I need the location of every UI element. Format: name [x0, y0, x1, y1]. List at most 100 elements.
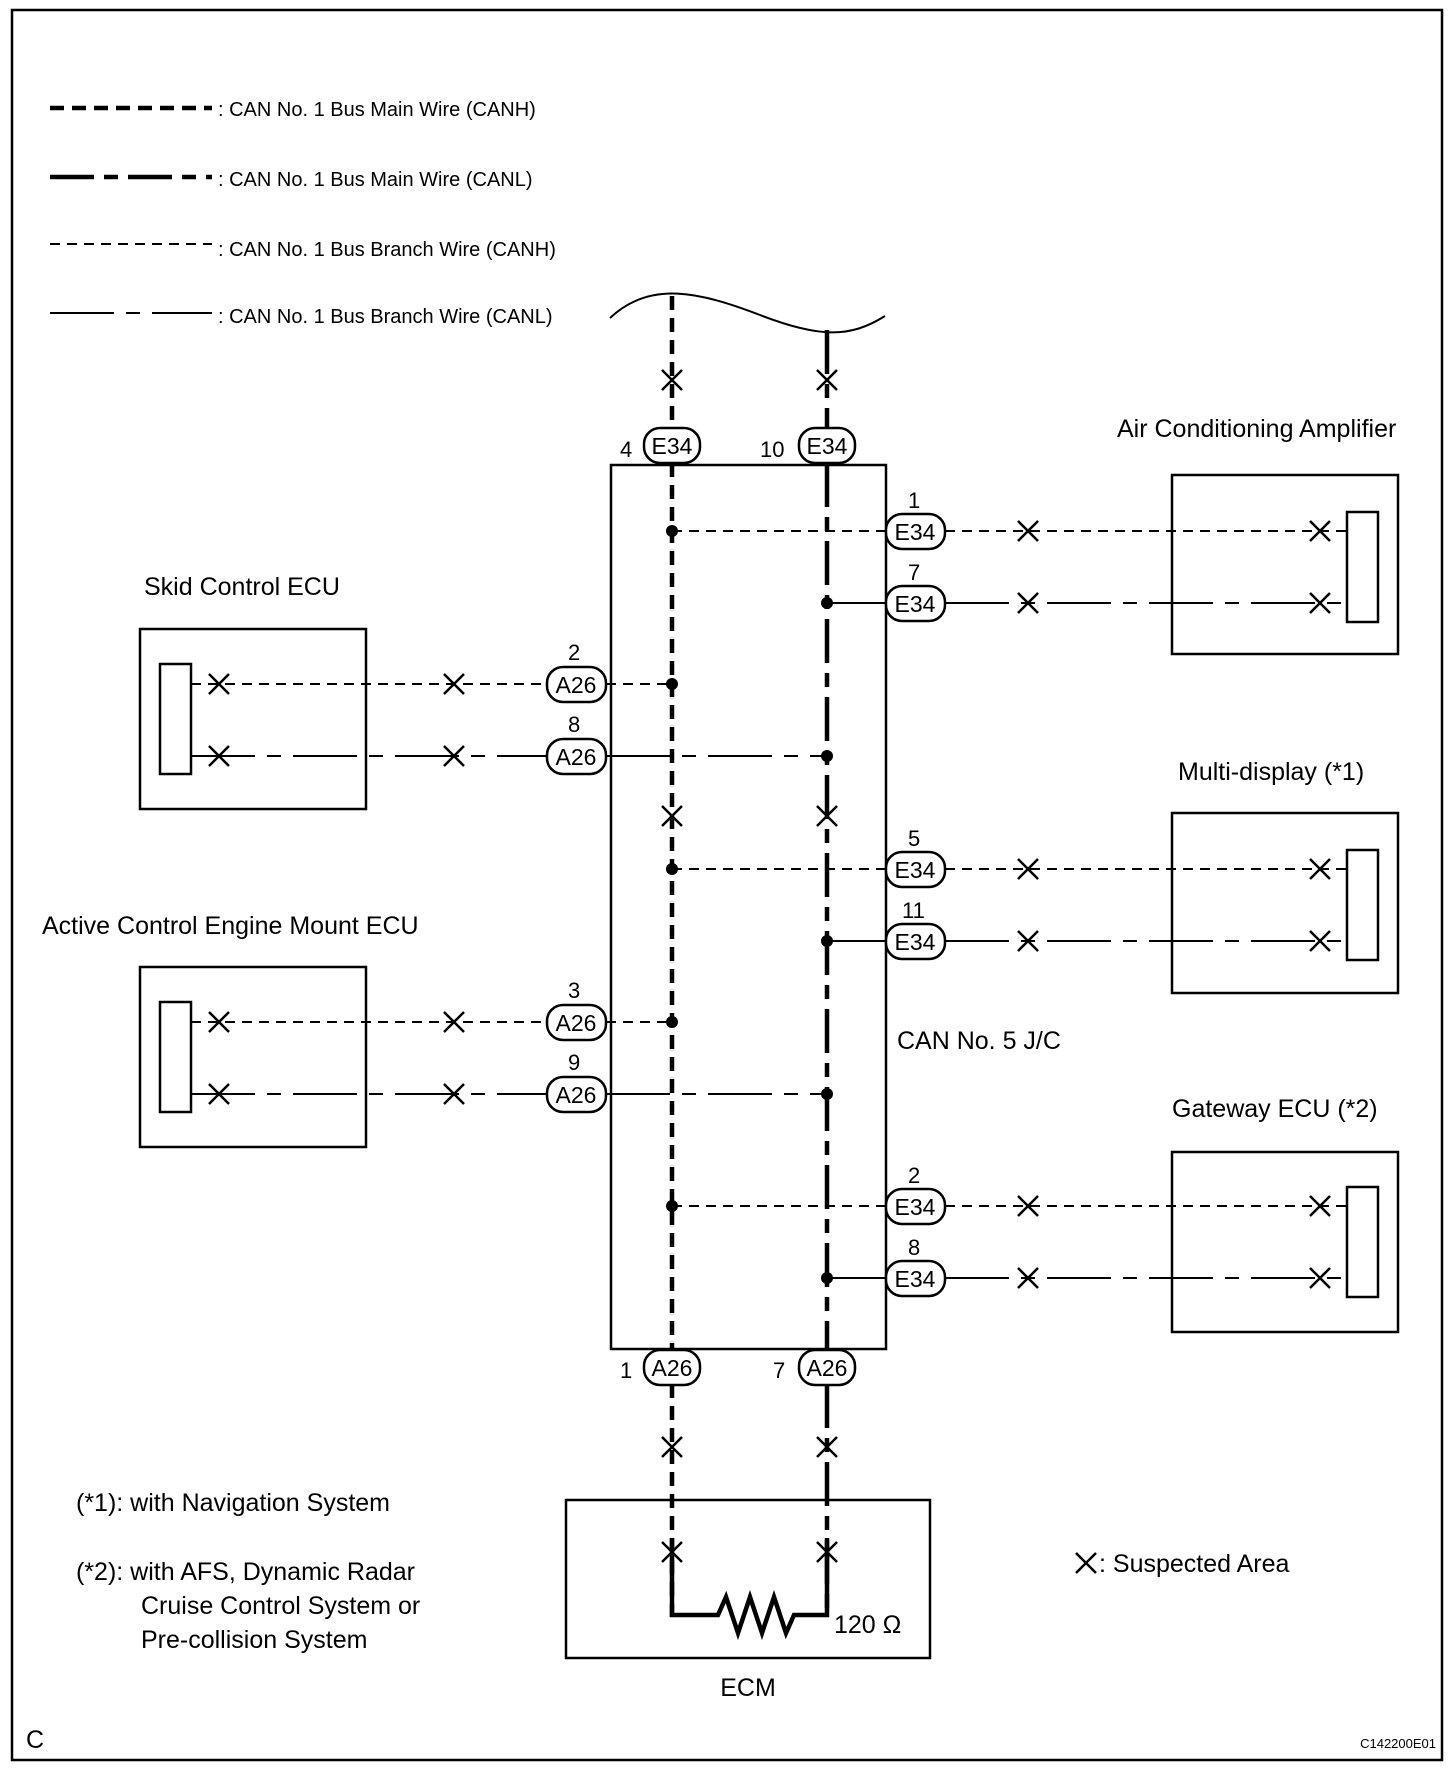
- pin-skid-h: 2: [568, 640, 580, 665]
- splice-gw-l: [821, 1272, 833, 1284]
- x-mark: [1309, 592, 1331, 614]
- connector-top-h: [642, 426, 702, 465]
- x-mark: [208, 745, 230, 767]
- ecm-box: [564, 1498, 932, 1660]
- connector-bot-h-label: A26: [652, 1355, 693, 1381]
- x-mark: [443, 745, 465, 767]
- pin-multi-l: 11: [902, 898, 925, 923]
- ac-amp-terminal: [1345, 510, 1380, 624]
- suspected-legend-x-icon: [1075, 1552, 1097, 1574]
- x-mark: [443, 1083, 465, 1105]
- x-mark: [443, 673, 465, 695]
- connector-skid-h: [545, 665, 608, 704]
- connector-multi-l: [884, 922, 947, 961]
- pin-gw-l: 8: [908, 1235, 920, 1260]
- connector-bot-h: [642, 1348, 702, 1387]
- acm-label: Active Control Engine Mount ECU: [42, 912, 419, 940]
- multi-terminal: [1345, 848, 1380, 962]
- resistor-value: 120 Ω: [834, 1611, 901, 1639]
- connector-multi-h-label: E34: [895, 857, 936, 883]
- pin-top-h: 4: [620, 437, 632, 462]
- connector-ac-h: [884, 512, 947, 551]
- x-mark: [661, 1541, 683, 1563]
- x-mark: [1017, 930, 1039, 952]
- ac-amp-box: [1170, 473, 1400, 656]
- skid-label: Skid Control ECU: [144, 573, 340, 601]
- jc-box: [609, 463, 888, 1351]
- gateway-terminal: [1345, 1185, 1380, 1299]
- x-mark: [1309, 520, 1331, 542]
- x-mark: [1017, 1267, 1039, 1289]
- connector-bot-l-label: A26: [807, 1355, 848, 1381]
- connector-gw-h: [884, 1187, 947, 1226]
- pin-bot-h: 1: [620, 1358, 632, 1383]
- connector-gw-l: [884, 1259, 947, 1298]
- x-mark: [816, 805, 838, 827]
- connector-top-l-label: E34: [807, 433, 848, 459]
- x-mark: [1017, 520, 1039, 542]
- note-1: (*1): with Navigation System: [76, 1489, 390, 1517]
- multi-box: [1170, 811, 1400, 995]
- connector-ac-h-label: E34: [895, 519, 936, 545]
- gateway-label: Gateway ECU (*2): [1172, 1095, 1378, 1123]
- pin-gw-h: 2: [908, 1163, 920, 1188]
- skid-box: [138, 627, 368, 811]
- gateway-box: [1170, 1150, 1400, 1334]
- corner-letter: C: [26, 1726, 44, 1754]
- legend-branch-canh: : CAN No. 1 Bus Branch Wire (CANH): [218, 239, 556, 261]
- pin-ac-h: 1: [908, 488, 920, 513]
- x-mark: [1309, 930, 1331, 952]
- x-mark: [661, 1436, 683, 1458]
- x-mark: [661, 369, 683, 391]
- x-mark: [208, 1083, 230, 1105]
- jc-label: CAN No. 5 J/C: [897, 1027, 1061, 1055]
- pin-skid-l: 8: [568, 712, 580, 737]
- legend-branch-canl: : CAN No. 1 Bus Branch Wire (CANL): [218, 306, 553, 328]
- splice-multi-l: [821, 935, 833, 947]
- x-mark: [208, 673, 230, 695]
- connector-ac-l: [884, 584, 947, 623]
- suspected-marks: [208, 369, 1331, 1563]
- connector-top-l: [797, 426, 857, 465]
- acm-terminal: [158, 1000, 193, 1114]
- x-mark: [816, 1436, 838, 1458]
- connector-bot-l: [797, 1348, 857, 1387]
- splice-acm-h: [666, 1016, 678, 1028]
- splice-multi-h: [666, 863, 678, 875]
- ecm-resistor: [669, 1538, 830, 1641]
- outer-frame: [10, 8, 1444, 1762]
- connector-top-h-label: E34: [652, 433, 693, 459]
- x-mark: [1017, 858, 1039, 880]
- acm-box: [138, 965, 368, 1149]
- splice-skid-l: [821, 750, 833, 762]
- figure-code: C142200E01: [1360, 1736, 1436, 1751]
- x-mark: [443, 1011, 465, 1033]
- x-mark: [1309, 1195, 1331, 1217]
- pin-multi-h: 5: [908, 826, 920, 851]
- splice-ac-l: [821, 597, 833, 609]
- connector-multi-h: [884, 850, 947, 889]
- connector-gw-l-label: E34: [895, 1266, 936, 1292]
- connector-acm-h-label: A26: [556, 1010, 597, 1036]
- ecm-label: ECM: [720, 1674, 776, 1702]
- ac-amp-label: Air Conditioning Amplifier: [1117, 415, 1396, 443]
- skid-terminal: [158, 662, 193, 776]
- x-mark: [816, 1541, 838, 1563]
- pin-bot-l: 7: [773, 1358, 785, 1383]
- note-2-line-2: Cruise Control System or: [141, 1592, 420, 1620]
- connector-skid-l: [545, 737, 608, 776]
- splice-skid-h: [666, 678, 678, 690]
- note-2-line-3: Pre-collision System: [141, 1626, 367, 1654]
- connector-ac-l-label: E34: [895, 591, 936, 617]
- connector-acm-h: [545, 1003, 608, 1042]
- splice-gw-h: [666, 1200, 678, 1212]
- connector-multi-l-label: E34: [895, 929, 936, 955]
- suspected-legend-text: : Suspected Area: [1099, 1550, 1290, 1578]
- connector-skid-h-label: A26: [556, 672, 597, 698]
- break-line: [609, 292, 886, 334]
- connector-gw-h-label: E34: [895, 1194, 936, 1220]
- splice-ac-h: [666, 525, 678, 537]
- multi-label: Multi-display (*1): [1178, 758, 1364, 786]
- x-mark: [208, 1011, 230, 1033]
